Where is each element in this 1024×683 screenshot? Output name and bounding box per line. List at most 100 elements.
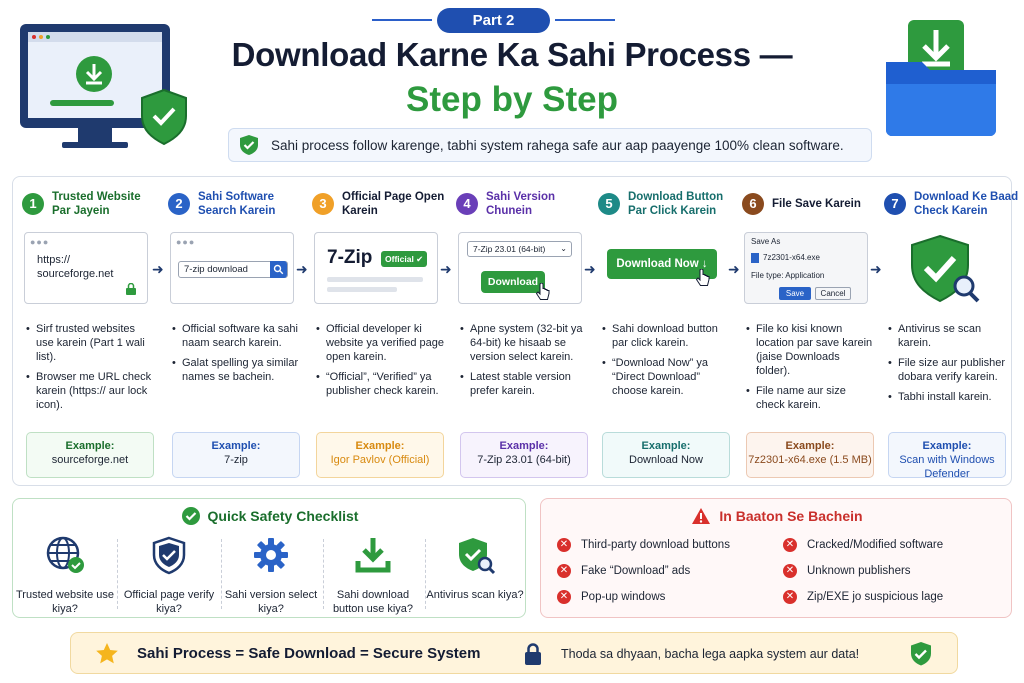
checklist-label: Sahi version select kiya? xyxy=(224,589,318,615)
part-badge: Part 2 xyxy=(437,8,550,33)
step-6: 6 File Save Karein Save As 7z2301-x64.ex… xyxy=(742,180,874,482)
lock-icon xyxy=(525,643,541,665)
example-value: 7z2301-x64.exe (1.5 MB) xyxy=(748,454,872,466)
step-header: 4 Sahi Version Chunein xyxy=(456,184,591,224)
download-now-mockup: Download Now ↓ xyxy=(600,232,724,304)
avoid-text: Third-party download buttons xyxy=(581,539,730,551)
avoid-item: ✕ Fake “Download” ads xyxy=(557,564,690,578)
save-button: Save xyxy=(779,287,811,300)
search-button xyxy=(270,261,287,278)
step-header: 3 Official Page Open Karein xyxy=(312,184,447,224)
cancel-button: Cancel xyxy=(815,287,851,300)
bullet: Sirf trusted websites use karein (Part 1… xyxy=(26,322,154,364)
example-value: Scan with Windows Defender xyxy=(899,454,995,480)
arrow-right-icon: ➜ xyxy=(152,261,164,277)
shield-scan-icon xyxy=(911,234,980,303)
page-title: Download Karne Ka Sahi Process — xyxy=(231,36,793,73)
part-decoration-left xyxy=(372,19,432,21)
shield-check-icon xyxy=(911,642,931,666)
bullet: Galat spelling ya similar names se bache… xyxy=(172,356,300,384)
step-bullets: File ko kisi known location par save kar… xyxy=(746,322,874,418)
x-circle-icon: ✕ xyxy=(783,564,797,578)
step-title: Download Button Par Click Karein xyxy=(628,191,724,217)
footer-banner: Sahi Process = Safe Download = Secure Sy… xyxy=(70,632,958,674)
url-text: https:// sourceforge.net xyxy=(37,254,114,280)
warning-icon xyxy=(692,508,711,524)
bullet: File name aur size check karein. xyxy=(746,384,874,412)
example-label: Example: xyxy=(355,440,405,452)
save-dialog-mockup: Save As 7z2301-x64.exe File type: Applic… xyxy=(744,232,868,304)
globe-check-icon xyxy=(46,536,84,573)
example-label: Example: xyxy=(641,440,691,452)
avoid-text: Fake “Download” ads xyxy=(581,565,691,577)
step-4: 4 Sahi Version Chunein 7-Zip 23.01 (64-b… xyxy=(456,180,588,482)
example-value: Download Now xyxy=(629,454,703,466)
bullet: Latest stable version prefer karein. xyxy=(460,370,588,398)
checklist-title-text: Quick Safety Checklist xyxy=(207,508,359,524)
example-box: Example: sourceforge.net xyxy=(26,432,154,478)
step-title: Download Ke Baad Check Karein xyxy=(914,191,1019,217)
checklist-item: Official page verify kiya? xyxy=(119,535,219,616)
step-bullets: Official developer ki website ya verifie… xyxy=(316,322,444,404)
step-number: 2 xyxy=(168,193,190,215)
example-box: Example: 7z2301-x64.exe (1.5 MB) xyxy=(746,432,874,478)
bullet: Official developer ki website ya verifie… xyxy=(316,322,444,364)
example-box: Example: Download Now xyxy=(602,432,730,478)
checklist-label: Official page verify kiya? xyxy=(123,589,215,615)
step-header: 2 Sahi Software Search Karein xyxy=(168,184,303,224)
bullet: Official software ka sahi naam search ka… xyxy=(172,322,300,350)
checklist-item: Trusted website use kiya? xyxy=(15,535,115,616)
example-value: 7-zip xyxy=(224,454,248,466)
part-decoration-right xyxy=(555,19,615,21)
step-2: 2 Sahi Software Search Karein ●●● 7-zip … xyxy=(168,180,300,482)
shield-scan-icon xyxy=(459,538,496,575)
x-circle-icon: ✕ xyxy=(783,590,797,604)
arrow-right-icon: ➜ xyxy=(584,261,596,277)
safety-checklist-panel: Quick Safety Checklist Trusted website u… xyxy=(12,498,526,618)
checklist-label: Antivirus scan kiya? xyxy=(426,589,524,601)
step-number: 7 xyxy=(884,193,906,215)
checklist-title: Quick Safety Checklist xyxy=(13,507,527,525)
step-header: 7 Download Ke Baad Check Karein xyxy=(884,184,1019,224)
avoid-title: In Baaton Se Bachein xyxy=(541,507,1013,525)
example-label: Example: xyxy=(922,440,972,452)
checklist-label: Trusted website use kiya? xyxy=(15,589,115,615)
subtitle-text: Sahi process follow karenge, tabhi syste… xyxy=(271,137,844,153)
example-value: Igor Pavlov (Official) xyxy=(330,454,430,466)
example-box: Example: Igor Pavlov (Official) xyxy=(316,432,444,478)
bullet: Antivirus se scan karein. xyxy=(888,322,1006,350)
example-label: Example: xyxy=(499,440,549,452)
star-icon xyxy=(96,643,118,664)
dialog-title: Save As xyxy=(751,237,781,246)
hand-cursor-icon xyxy=(535,283,550,300)
steps-container xyxy=(12,176,1012,486)
shield-check-icon xyxy=(152,536,186,575)
x-circle-icon: ✕ xyxy=(557,564,571,578)
lock-icon xyxy=(126,283,136,295)
example-box: Example: 7-zip xyxy=(172,432,300,478)
file-icon xyxy=(751,253,759,263)
example-box: Example: 7-Zip 23.01 (64-bit) xyxy=(460,432,588,478)
divider xyxy=(323,539,324,609)
avoid-item: ✕Pop-up windows xyxy=(557,590,665,604)
step-bullets: Sahi download button par click karein. “… xyxy=(602,322,730,404)
hand-cursor-icon xyxy=(695,269,710,286)
step-number: 1 xyxy=(22,193,44,215)
check-circle-icon xyxy=(181,507,200,525)
page-title-highlight: Step by Step xyxy=(406,80,618,119)
download-folder-illustration xyxy=(878,14,1008,144)
subtitle-bar: Sahi process follow karenge, tabhi syste… xyxy=(228,128,872,162)
window-dots: ●●● xyxy=(30,237,50,247)
monitor-shield-illustration xyxy=(16,20,196,160)
step-header: 5 Download Button Par Click Karein xyxy=(598,184,733,224)
step-7: 7 Download Ke Baad Check Karein Antiviru… xyxy=(884,180,1018,482)
example-value: 7-Zip 23.01 (64-bit) xyxy=(477,454,571,466)
avoid-title-text: In Baaton Se Bachein xyxy=(719,508,863,524)
footer-side-text: Thoda sa dhyaan, bacha lega aapka system… xyxy=(561,647,860,661)
step-number: 6 xyxy=(742,193,764,215)
search-icon xyxy=(273,264,284,275)
avoid-item: ✕Cracked/Modified software xyxy=(783,538,943,552)
avoid-item: ✕Unknown publishers xyxy=(783,564,911,578)
official-badge: Official ✔ xyxy=(381,251,428,267)
step-5: 5 Download Button Par Click Karein Downl… xyxy=(598,180,730,482)
